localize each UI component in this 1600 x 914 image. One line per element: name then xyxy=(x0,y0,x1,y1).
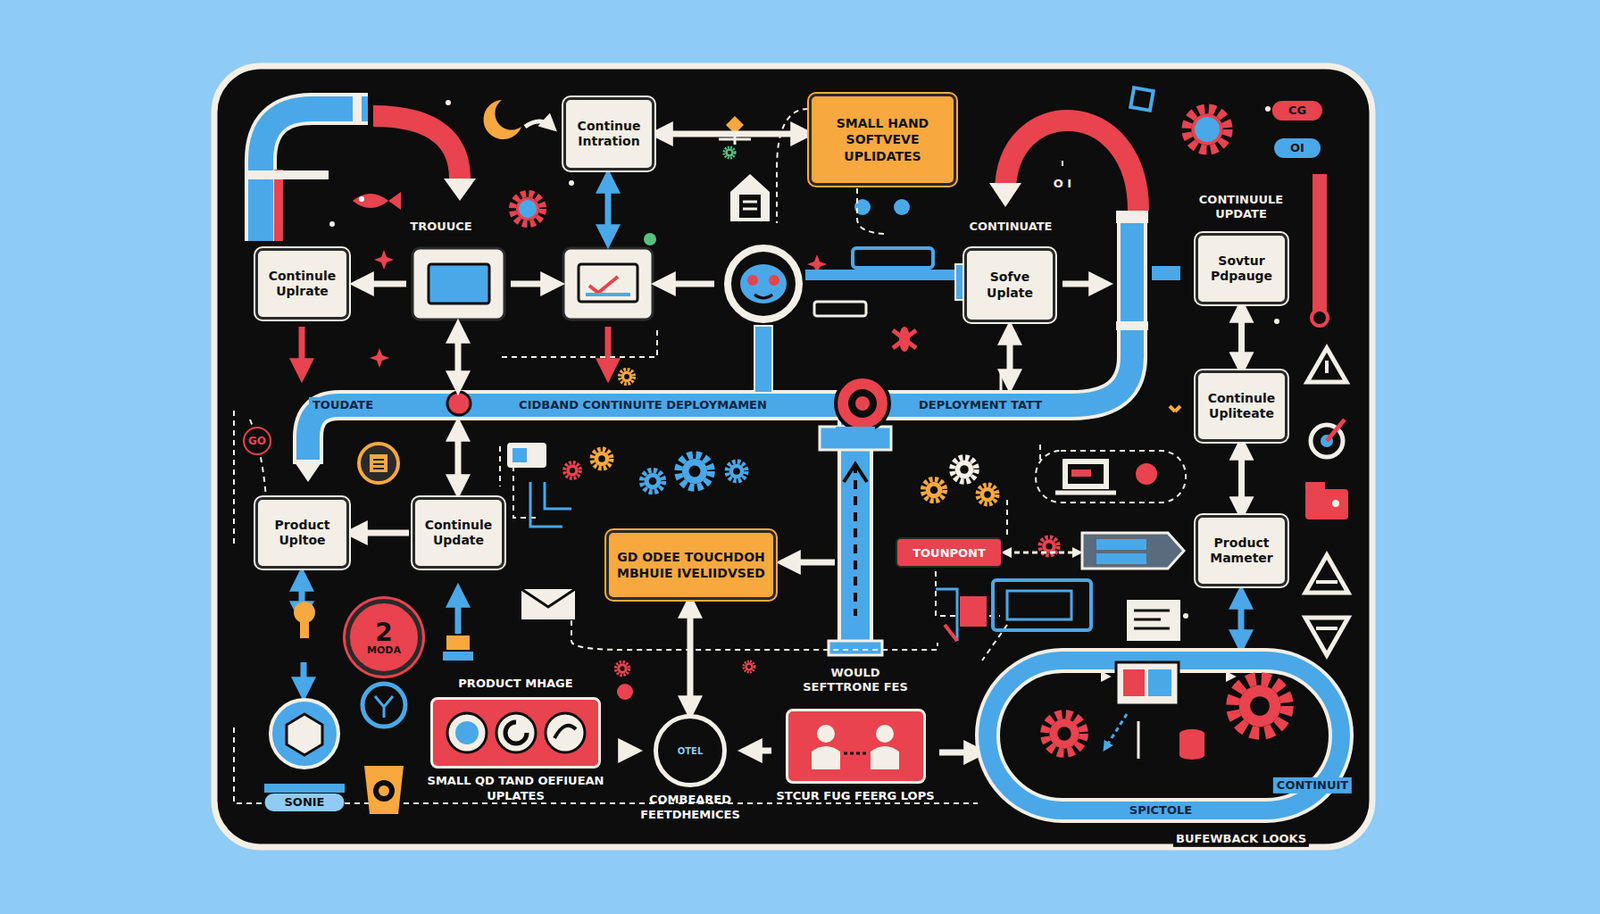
text-label: DEPLOYMENT TATT xyxy=(915,397,1046,414)
connector-arrow xyxy=(658,131,806,138)
text-label: CIDBAND CONTINUITE DEPLOYMAMEN xyxy=(515,397,771,414)
hub-ring: OTEL xyxy=(653,714,727,788)
box-label: Product Upltoe xyxy=(263,517,342,550)
callout-number: 2 xyxy=(375,619,392,646)
process-box: Sovtur Pdpauge xyxy=(1195,233,1288,305)
process-box: Continule Upliteate xyxy=(1195,370,1288,442)
icon-box xyxy=(785,708,926,784)
panel-caption: SMALL QD TAND OEFIUEAN UPLATES xyxy=(415,774,617,805)
box-label: Product Mameter xyxy=(1203,535,1280,567)
hub-caption: COMBEARED FEETDHEMICES xyxy=(636,792,744,824)
box-label: SMALL HAND SOFTVEVE UPLIDATES xyxy=(818,115,947,165)
text-label: CONTINUULE UPDATE xyxy=(1189,191,1293,224)
connector-arrow xyxy=(1238,308,1245,367)
text-label: O I xyxy=(1050,175,1075,192)
process-box: Continule Uplrate xyxy=(255,248,350,320)
panel-heading: PRODUCT MHAGE xyxy=(458,676,573,692)
tag-box: TOUNPONT xyxy=(895,537,1003,568)
text-label: TROUUCE xyxy=(407,218,475,235)
text-label: BUFEWBACK LOOKS xyxy=(1173,831,1309,848)
icon-box xyxy=(430,697,601,769)
text-label: TOUDATE xyxy=(308,397,377,414)
hub-label: OTEL xyxy=(677,745,704,758)
text-label: OI xyxy=(1274,138,1321,159)
box-label: Continule Update xyxy=(420,517,497,550)
box-label: TOUNPONT xyxy=(912,546,986,560)
icon-panel: STCUR FUG FEERG LOPS xyxy=(775,708,936,805)
connector-arrow xyxy=(619,748,634,755)
connector-arrow xyxy=(747,748,772,755)
process-box: Continue Intration xyxy=(563,97,655,171)
process-box: Product Upltoe xyxy=(255,497,350,569)
badge-circle: 2MODA xyxy=(345,599,423,676)
connector-arrow xyxy=(1238,445,1245,512)
text-label: SONIE xyxy=(264,793,344,812)
box-label: Sovtur Pdpauge xyxy=(1203,253,1280,285)
text-label: CG xyxy=(1272,100,1323,121)
connector-arrow xyxy=(687,603,694,711)
connector-arrow xyxy=(352,530,409,537)
process-box: Continule Update xyxy=(412,497,505,569)
text-label: CONTINUIT xyxy=(1273,777,1352,794)
hub-circle: OTEL COMBEARED FEETDHEMICES xyxy=(636,714,744,824)
text-label: SPICTOLE xyxy=(1125,802,1196,819)
highlight-box: GD ODEE TOUCHDOH MBHUIE IVELIIDVSED xyxy=(606,530,776,600)
panel-caption: STCUR FUG FEERG LOPS xyxy=(775,789,934,805)
text-label: WOULD SEFTTRONE FES xyxy=(790,665,921,697)
highlight-box: SMALL HAND SOFTVEVE UPLIDATES xyxy=(808,93,957,186)
box-label: GD ODEE TOUCHDOH MBHUIE IVELIIDVSED xyxy=(616,549,767,582)
process-box: Product Mameter xyxy=(1195,515,1288,587)
process-box: Sofve Uplate xyxy=(964,248,1056,323)
badge-label: MODA xyxy=(366,645,401,657)
box-label: Sofve Uplate xyxy=(972,269,1048,301)
box-label: Continue Intration xyxy=(571,118,647,150)
icon-panel: PRODUCT MHAGE SMALL QD TAND OEFIUEAN UPLA… xyxy=(415,676,617,805)
box-label: Continule Uplrate xyxy=(263,268,342,300)
text-label: CONTINUATE xyxy=(966,218,1055,235)
box-label: Continule Upliteate xyxy=(1203,391,1280,423)
text-label: GO xyxy=(242,426,272,456)
